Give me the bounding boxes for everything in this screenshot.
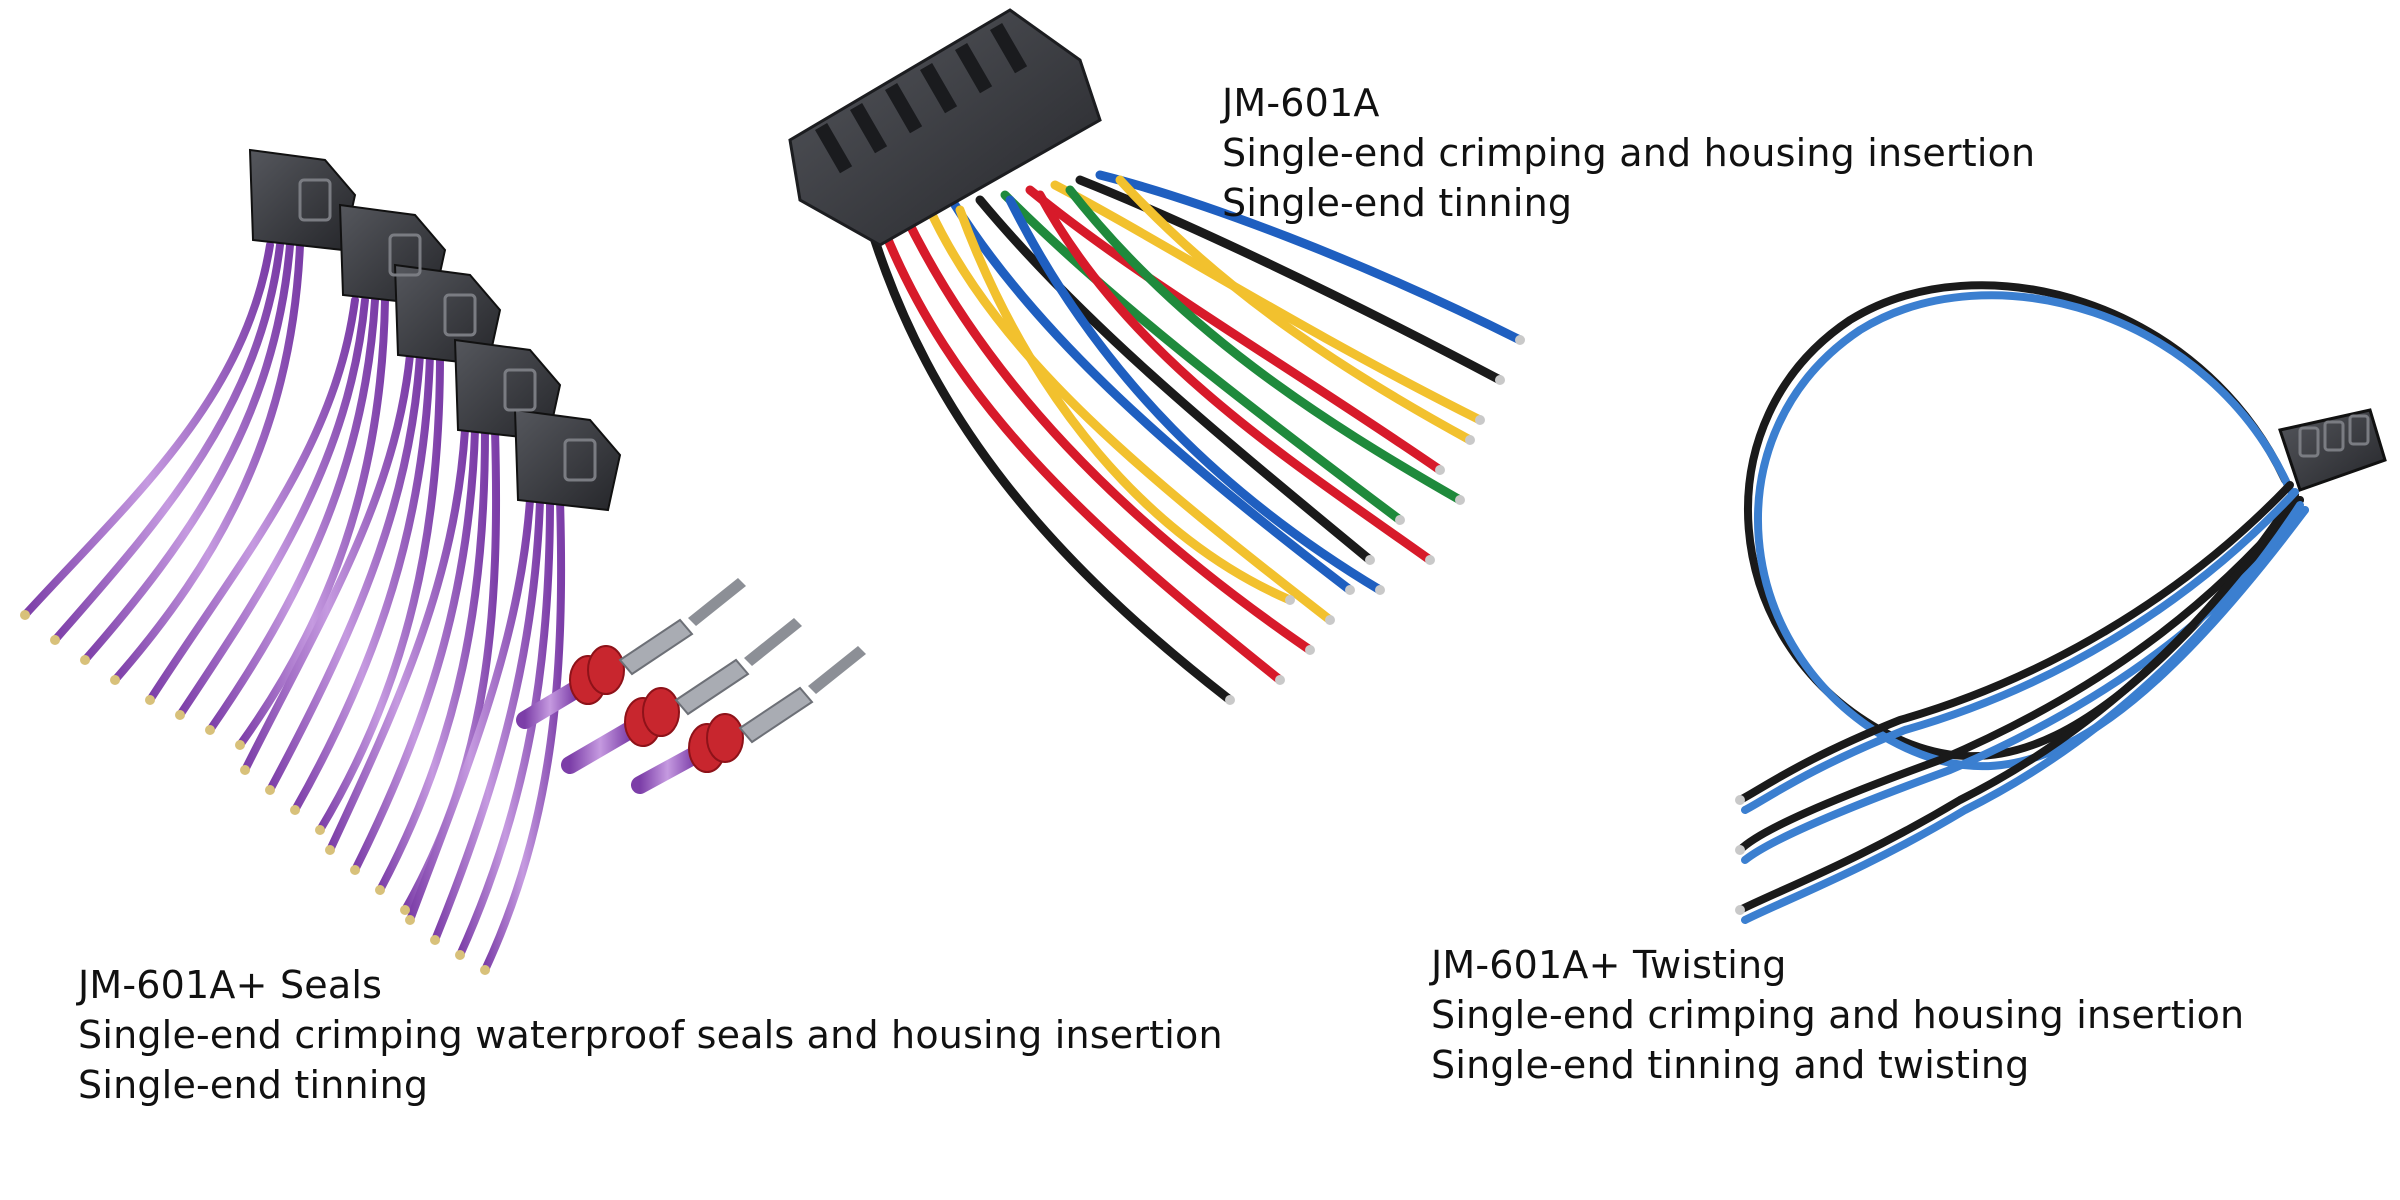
seals-model: JM-601A+ Seals <box>78 963 383 1007</box>
twisting-line-2: Single-end tinning and twisting <box>1431 1043 2030 1087</box>
seals-harness-image <box>20 148 866 975</box>
main-caption: JM-601A Single-end crimping and housing … <box>1222 78 2035 228</box>
main-line-2: Single-end tinning <box>1222 181 1573 225</box>
main-line-1: Single-end crimping and housing insertio… <box>1222 131 2036 175</box>
seals-caption: JM-601A+ Seals Single-end crimping water… <box>78 960 1223 1110</box>
main-model: JM-601A <box>1222 81 1380 125</box>
main-harness-image <box>788 8 1525 705</box>
twisting-line-1: Single-end crimping and housing insertio… <box>1431 993 2245 1037</box>
twisting-caption: JM-601A+ Twisting Single-end crimping an… <box>1431 940 2244 1090</box>
twisting-model: JM-601A+ Twisting <box>1431 943 1787 987</box>
seals-line-1: Single-end crimping waterproof seals and… <box>78 1013 1223 1057</box>
twisting-harness-image <box>1735 281 2387 924</box>
seals-line-2: Single-end tinning <box>78 1063 429 1107</box>
